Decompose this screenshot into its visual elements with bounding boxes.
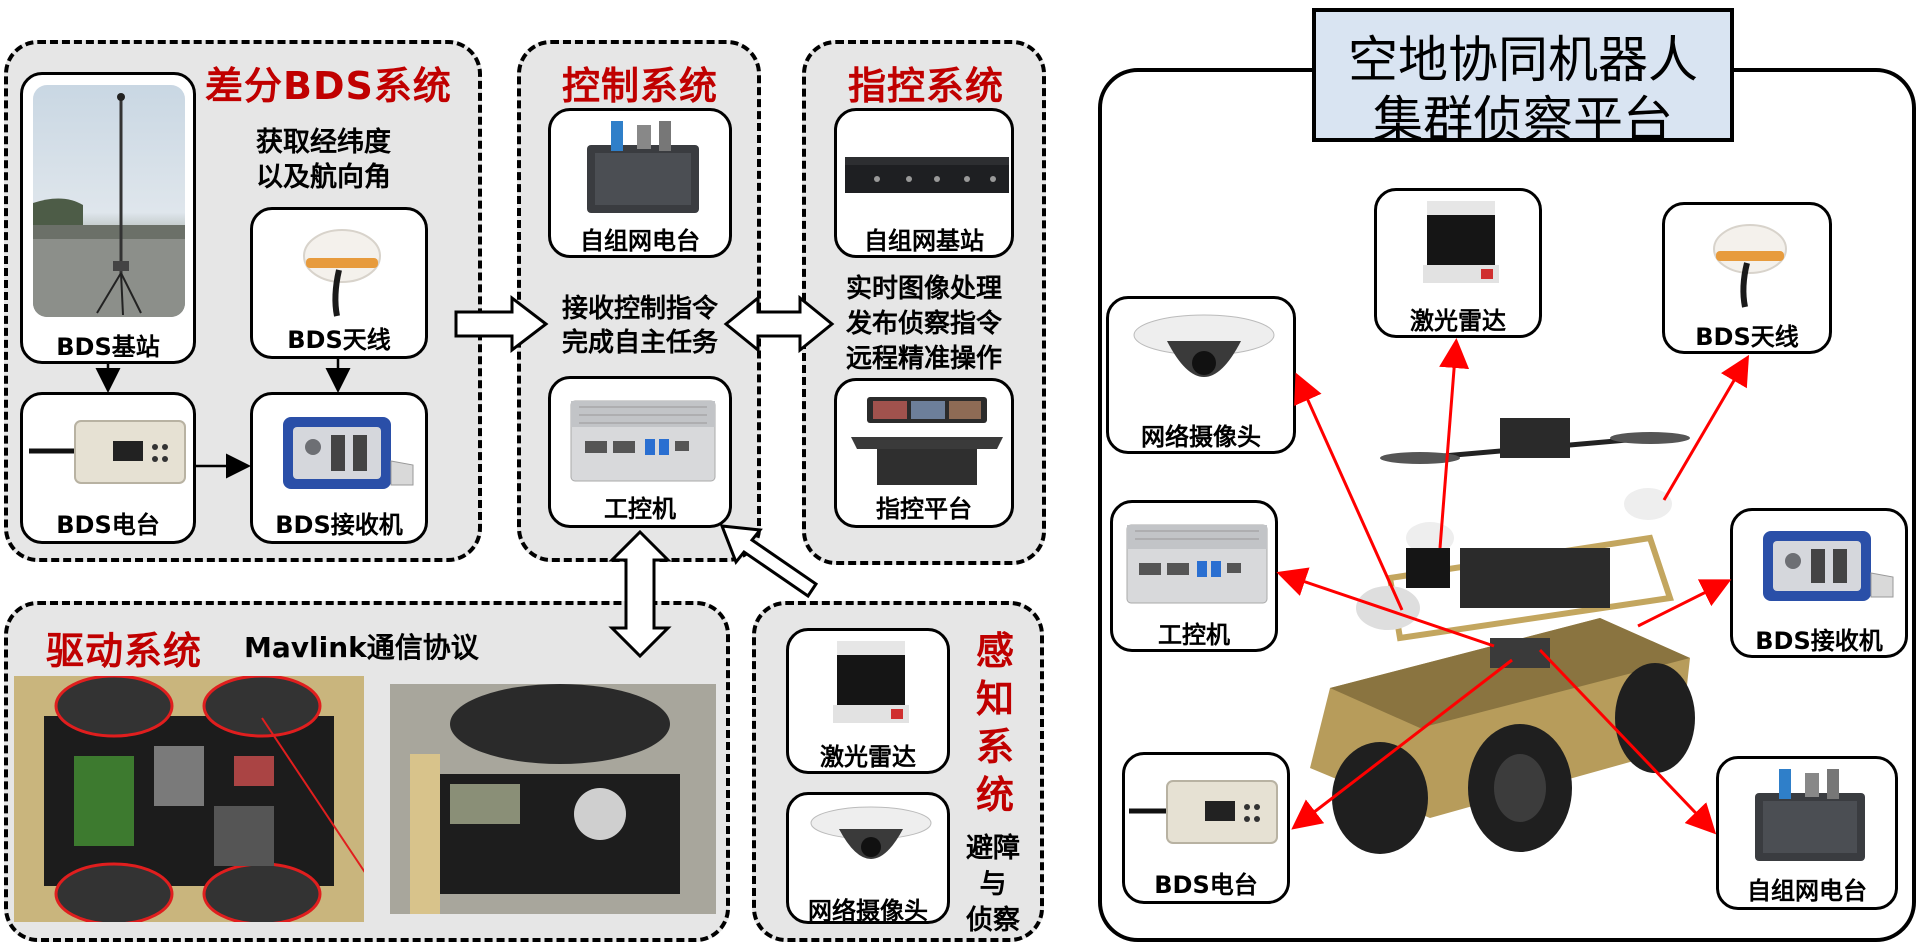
ipc-icon <box>570 400 716 482</box>
platform-ipc-label: 工控机 <box>1158 621 1230 649</box>
platform-lidar-card: 激光雷达 <box>1374 188 1542 338</box>
dome-camera-icon <box>1133 314 1275 377</box>
bds-radio-label: BDS电台 <box>56 511 160 539</box>
bds-receiver-icon <box>283 417 414 489</box>
arrow-bds-to-control <box>454 294 549 354</box>
drive-protocol-label: Mavlink通信协议 <box>244 631 479 664</box>
command-system-title: 指控系统 <box>848 64 1005 108</box>
bds-receiver-card: BDS接收机 <box>250 392 428 544</box>
pointer-radio <box>1291 658 1513 830</box>
bds-radio-icon <box>29 420 186 484</box>
perception-lidar-label: 激光雷达 <box>820 743 916 771</box>
command-base-station-card: 自组网基站 <box>834 108 1014 258</box>
bds-base-station-card: BDS基站 <box>20 72 196 364</box>
bds-antenna-icon <box>303 229 381 317</box>
control-ipc-label: 工控机 <box>604 495 676 523</box>
bds-note-line2: 以及航向角 <box>256 162 391 193</box>
bds-internal-arrows <box>95 359 351 479</box>
platform-ipc-card: 工控机 <box>1110 500 1278 652</box>
bds-system-title: 差分BDS系统 <box>205 64 452 108</box>
lidar-icon <box>833 641 909 723</box>
mesh-radio-icon <box>1755 769 1865 861</box>
command-task-line2: 发布侦察指令 <box>845 309 1002 339</box>
ipc-icon <box>1126 524 1268 604</box>
perception-function-3: 侦察 <box>966 905 1020 936</box>
chassis-photo-right <box>390 684 716 914</box>
platform-camera-label: 网络摄像头 <box>1141 423 1261 451</box>
mesh-base-station-icon <box>845 157 1009 193</box>
perception-camera-label: 网络摄像头 <box>808 897 928 925</box>
control-system-title: 控制系统 <box>562 64 719 108</box>
platform-lidar-label: 激光雷达 <box>1410 307 1506 335</box>
platform-mesh-radio-card: 自组网电台 <box>1716 756 1898 910</box>
platform-title-line1: 空地协同机器人 <box>1348 31 1698 89</box>
bds-radio-icon <box>1129 780 1278 844</box>
base-station-photo <box>33 85 185 317</box>
bds-radio-card: BDS电台 <box>20 392 196 544</box>
mesh-radio-icon <box>587 121 699 213</box>
bds-antenna-card: BDS天线 <box>250 207 428 359</box>
pointer-camera <box>1294 372 1404 611</box>
lidar-icon <box>1423 201 1499 283</box>
arrow-control-command-bidirectional <box>723 294 835 354</box>
bds-antenna-label: BDS天线 <box>287 326 391 354</box>
platform-title-line2: 集群侦察平台 <box>1373 91 1673 149</box>
platform-antenna-card: BDS天线 <box>1662 202 1832 354</box>
bds-note-line1: 获取经纬度 <box>256 127 391 158</box>
perception-lidar-card: 激光雷达 <box>786 628 950 774</box>
arrow-ipc-drive-bidirectional <box>608 529 672 659</box>
command-platform-card: 指控平台 <box>834 378 1014 528</box>
bds-antenna-icon <box>1713 224 1787 308</box>
control-task-line2: 完成自主任务 <box>561 328 718 358</box>
drive-system-title: 驱动系统 <box>46 629 203 673</box>
control-radio-label: 自组网电台 <box>580 227 700 255</box>
command-base-station-label: 自组网基站 <box>864 227 984 255</box>
command-console-icon <box>851 397 1003 485</box>
chassis-wiring-icon <box>14 676 364 922</box>
base-station-mast-icon <box>33 93 185 317</box>
robot-photo <box>1270 398 1730 868</box>
perception-title-char-2: 知 <box>976 677 1016 721</box>
platform-radio-card: BDS电台 <box>1122 752 1290 904</box>
arrow-perception-to-ipc <box>719 524 819 599</box>
pointer-mesh-radio <box>1538 648 1717 835</box>
chassis-photo-left <box>14 676 364 922</box>
bds-base-station-label: BDS基站 <box>56 333 160 361</box>
dome-camera-icon <box>810 806 932 859</box>
platform-receiver-label: BDS接收机 <box>1755 627 1883 655</box>
pointer-lidar <box>1438 338 1470 549</box>
bds-receiver-label: BDS接收机 <box>275 511 403 539</box>
pointer-ipc <box>1276 567 1495 648</box>
control-ipc-card: 工控机 <box>548 376 732 528</box>
platform-title-box: 空地协同机器人 集群侦察平台 <box>1312 8 1734 149</box>
system-flow-arrows <box>454 294 835 659</box>
command-task-line3: 远程精准操作 <box>845 344 1002 374</box>
command-task-line1: 实时图像处理 <box>845 274 1002 304</box>
perception-title-char-1: 感 <box>976 629 1016 673</box>
pointer-receiver <box>1637 579 1732 628</box>
platform-mesh-radio-label: 自组网电台 <box>1747 877 1867 905</box>
perception-function-2: 与 <box>979 869 1007 900</box>
perception-title-char-4: 统 <box>976 773 1016 817</box>
control-radio-card: 自组网电台 <box>548 108 732 258</box>
platform-receiver-card: BDS接收机 <box>1730 508 1908 658</box>
platform-antenna-label: BDS天线 <box>1695 323 1799 351</box>
perception-title-char-3: 系 <box>976 725 1016 769</box>
pointer-antenna <box>1662 354 1750 501</box>
platform-radio-label: BDS电台 <box>1154 871 1258 899</box>
control-task-line1: 接收控制指令 <box>561 294 718 324</box>
bds-receiver-icon <box>1763 531 1894 601</box>
command-platform-label: 指控平台 <box>876 495 972 523</box>
perception-function-1: 避障 <box>966 833 1020 864</box>
wheel-motor-icon <box>390 684 716 914</box>
ground-robot-with-drone-icon <box>1310 418 1695 854</box>
perception-camera-card: 网络摄像头 <box>786 792 950 925</box>
